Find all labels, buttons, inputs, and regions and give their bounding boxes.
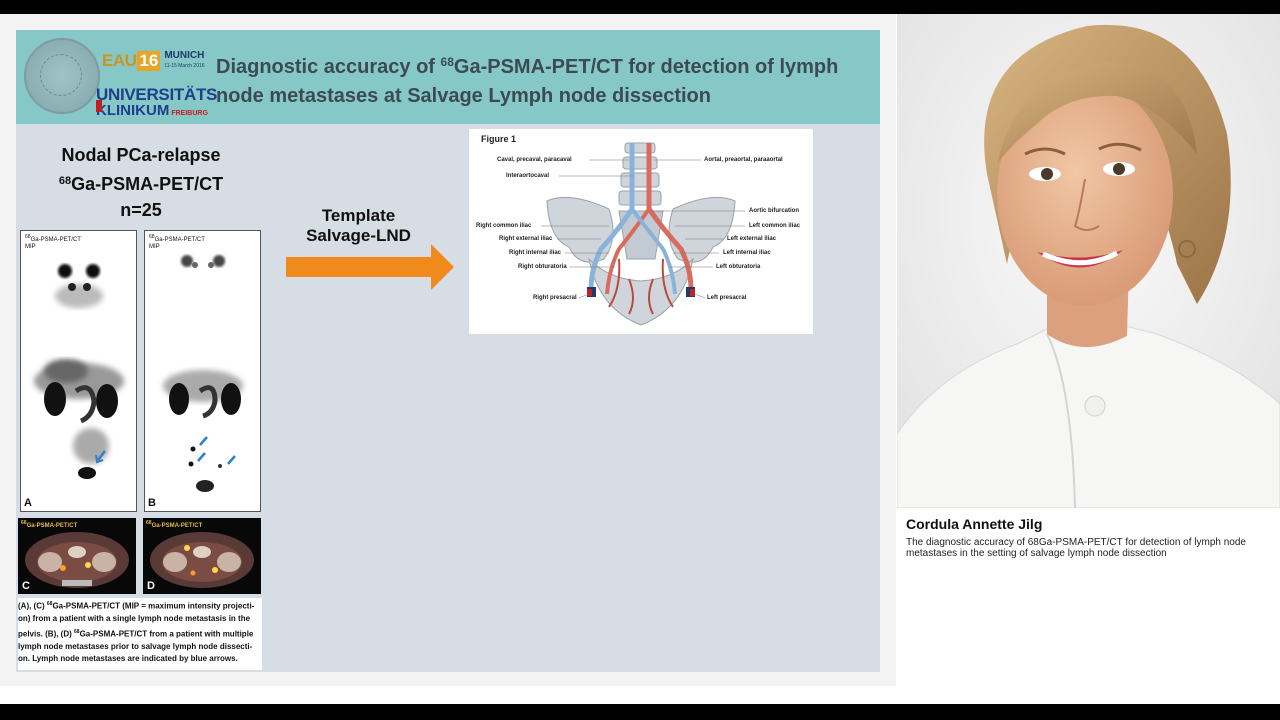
pet-ct-panel-c: 68Ga-PSMA-PET/CT C: [18, 518, 136, 594]
slide-title: Diagnostic accuracy of 68Ga-PSMA-PET/CT …: [216, 55, 839, 107]
ct-scan-image: [25, 532, 129, 588]
ct-scan-image: [150, 532, 254, 588]
figure-caption: (A), (C) 68Ga-PSMA-PET/CT (MIP = maximum…: [18, 598, 262, 670]
talk-description: The diagnostic accuracy of 68Ga-PSMA-PET…: [906, 537, 1246, 559]
pet-ct-panel-d: 68Ga-PSMA-PET/CT D: [143, 518, 261, 594]
speaker-name: Cordula Annette Jilg: [906, 516, 1043, 532]
pelvis-anatomy-diagram: [541, 142, 745, 326]
figure1-lymph-node-template: Figure 1: [469, 129, 813, 334]
orange-right-arrow-icon: [286, 244, 454, 290]
pet-scan-image: [34, 264, 124, 479]
speaker-video: [897, 14, 1280, 508]
nodal-relapse-heading: Nodal PCa-relapse 68Ga-PSMA-PET/CT n=25: [58, 145, 224, 220]
speaker-portrait-image: [897, 14, 1280, 508]
template-salvage-lnd-label: Template Salvage-LND: [306, 206, 411, 245]
pet-scan-image: [163, 255, 243, 492]
university-seal-icon: [24, 38, 100, 114]
